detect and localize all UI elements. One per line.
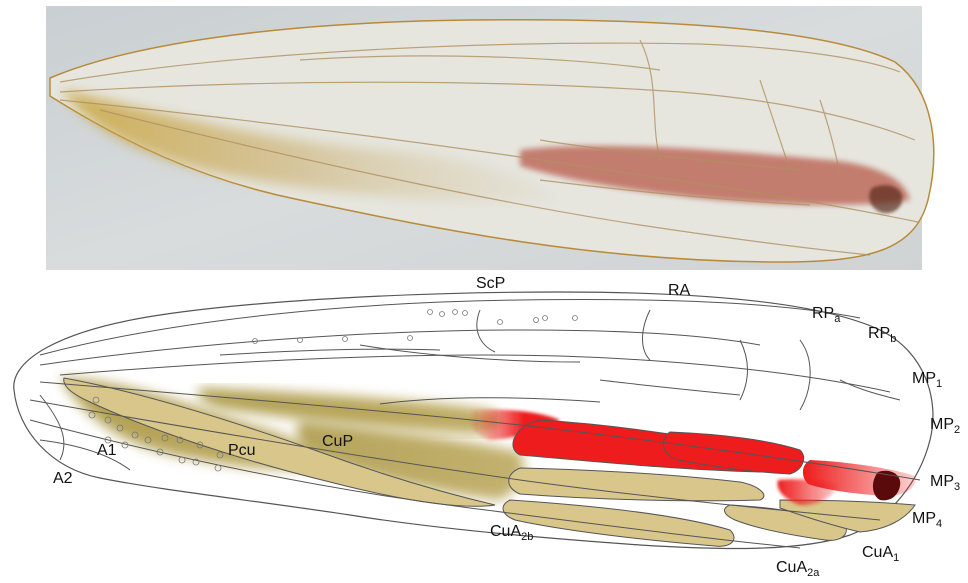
wing-photo: [46, 6, 934, 270]
label-rpa-main: RP: [812, 305, 834, 322]
label-mp3: MP3: [930, 473, 960, 493]
label-mp3-sub: 3: [954, 481, 960, 493]
label-ra: RA: [668, 282, 691, 299]
label-mp2-main: MP: [930, 416, 954, 433]
label-cua2a-sub: 2a: [807, 567, 820, 579]
label-mp4-sub: 4: [936, 518, 942, 530]
label-scp: ScP: [476, 275, 505, 292]
label-rpb-main: RP: [868, 325, 890, 342]
label-mp2: MP2: [930, 416, 960, 436]
label-mp4-main: MP: [912, 510, 936, 527]
label-mp1-main: MP: [912, 370, 936, 387]
label-a2: A2: [53, 470, 73, 487]
label-mp4: MP4: [912, 510, 942, 530]
label-cua1: CuA1: [862, 544, 899, 564]
label-cua2a-main: CuA: [776, 559, 807, 576]
label-rpb-sub: b: [890, 333, 896, 345]
label-cua2a: CuA2a: [776, 559, 820, 579]
label-pcu: Pcu: [228, 442, 256, 459]
label-cua2b-main: CuA: [490, 523, 521, 540]
label-cua2b-sub: 2b: [521, 531, 533, 543]
label-mp1-sub: 1: [936, 378, 942, 390]
label-cua1-sub: 1: [893, 552, 899, 564]
wing-diagram: ScP RA RPa RPb MP1 MP2 MP3 MP4 CuA1: [14, 275, 960, 579]
label-a1: A1: [97, 442, 117, 459]
label-rpa-sub: a: [834, 313, 841, 325]
label-cup: CuP: [322, 433, 353, 450]
label-cua1-main: CuA: [862, 544, 893, 561]
label-mp2-sub: 2: [954, 424, 960, 436]
label-mp3-main: MP: [930, 473, 954, 490]
